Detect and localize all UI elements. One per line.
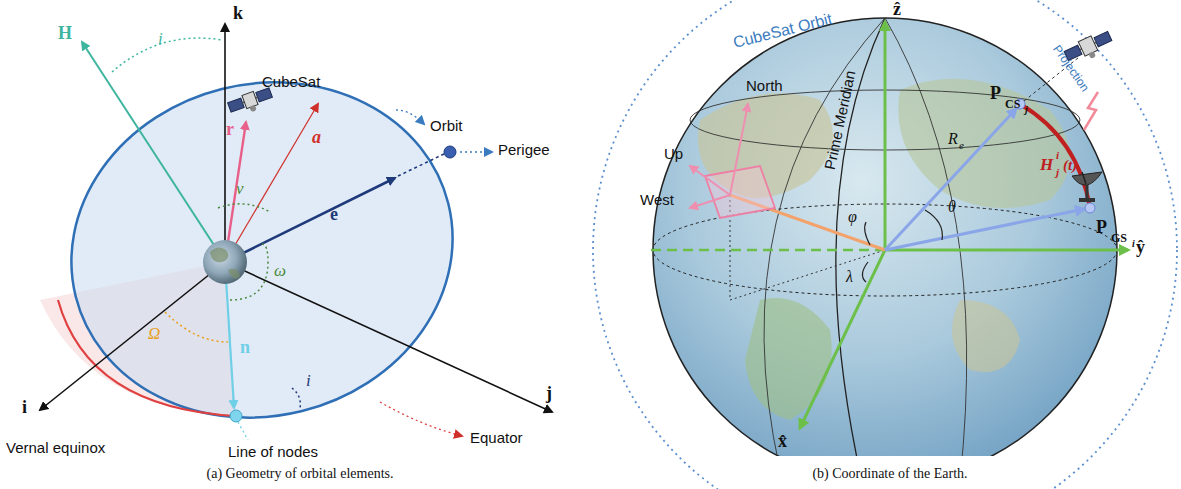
figure-label: Orbit — [430, 118, 463, 135]
figure-label: x̂ — [778, 432, 787, 452]
figure-label: e — [959, 139, 964, 151]
figure-label: λ — [846, 268, 853, 286]
figure-label: Ω — [148, 325, 160, 344]
figure-label: ẑ — [893, 0, 901, 20]
figure-label: West — [640, 192, 674, 209]
figure-label: i — [158, 30, 163, 49]
figure-label: k⃗ — [233, 4, 257, 24]
figure-label: Equator — [470, 430, 523, 447]
figure-label: φ — [848, 208, 857, 226]
figure-label: North — [746, 78, 783, 95]
figure-label: j — [1056, 166, 1059, 178]
figure-label: j — [1025, 104, 1028, 115]
figure-label: Up — [664, 146, 683, 163]
figure-label: CubeSat — [262, 74, 320, 91]
figure-label: ω — [274, 262, 286, 281]
figure-label: j⃗ — [546, 384, 566, 404]
figure-label: n⃗ — [240, 338, 264, 358]
figure-label: (t) — [1063, 157, 1077, 174]
figure-label: H⃗ — [58, 24, 86, 44]
figure-label: i — [1056, 149, 1059, 161]
figure-label: (b) Coordinate of the Earth. — [812, 466, 967, 481]
figure-label: Perigee — [498, 142, 550, 159]
figure-label: ŷ — [1136, 238, 1145, 258]
figure-label: CS — [1005, 98, 1020, 111]
figure-label: Line of nodes — [228, 444, 318, 461]
figure-label: Vernal equinox — [6, 440, 105, 457]
figure-label: a — [312, 128, 321, 148]
figure-label: ν — [236, 180, 244, 199]
figure-label: i — [1132, 238, 1135, 249]
figure-label: r⃗ — [226, 120, 248, 140]
figure-label: θ — [948, 198, 956, 216]
figure-label: i⃗ — [22, 398, 41, 418]
figure-label: GS — [1111, 232, 1127, 245]
figure-label: (a) Geometry of orbital elements. — [207, 466, 394, 481]
figure-label: e⃗ — [330, 205, 352, 225]
figure-label: R — [948, 130, 958, 148]
figure-label: i — [306, 372, 311, 391]
figure-label: H — [1040, 156, 1053, 175]
